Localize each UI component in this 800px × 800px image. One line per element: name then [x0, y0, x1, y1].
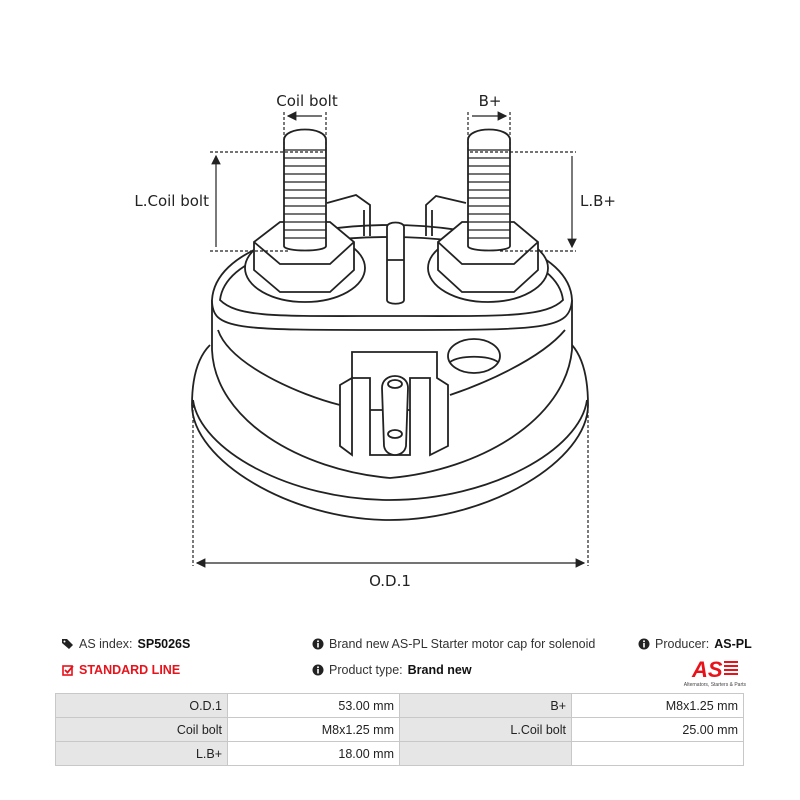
table-row: Coil bolt M8x1.25 mm L.Coil bolt 25.00 m…	[55, 717, 744, 742]
description: Brand new AS-PL Starter motor cap for so…	[312, 637, 595, 651]
svg-text:Alternators, Starters & Parts: Alternators, Starters & Parts	[684, 682, 746, 688]
standard-line-label: STANDARD LINE	[79, 663, 181, 677]
checkbox-checked-icon	[62, 665, 74, 676]
svg-text:AS: AS	[691, 657, 723, 682]
label-b-plus: B+	[479, 92, 502, 110]
spec-value: M8x1.25 mm	[227, 717, 400, 742]
spec-value	[571, 741, 744, 766]
producer: Producer: AS-PL	[638, 637, 752, 651]
table-row: O.D.1 53.00 mm B+ M8x1.25 mm	[55, 693, 744, 718]
spec-value: M8x1.25 mm	[571, 693, 744, 718]
dimension-lines	[192, 112, 589, 568]
description-text: Brand new AS-PL Starter motor cap for so…	[329, 637, 596, 651]
info-icon	[312, 638, 324, 650]
as-index-label: AS index:	[79, 637, 133, 651]
producer-label: Producer:	[655, 637, 710, 651]
label-coil-bolt: Coil bolt	[276, 92, 338, 110]
info-icon	[638, 638, 650, 650]
product-type-value: Brand new	[407, 663, 472, 677]
coil-bolt	[283, 128, 327, 252]
spec-value: 25.00 mm	[571, 717, 744, 742]
info-icon	[312, 664, 324, 676]
as-index: AS index: SP5026S	[62, 637, 190, 651]
producer-value: AS-PL	[714, 637, 752, 651]
spec-label: O.D.1	[55, 693, 228, 718]
spec-label: B+	[399, 693, 572, 718]
tags-icon	[62, 639, 73, 649]
label-l-coil-bolt: L.Coil bolt	[134, 192, 209, 210]
spec-label	[399, 741, 572, 766]
spec-value: 53.00 mm	[227, 693, 400, 718]
product-line: STANDARD LINE	[62, 663, 180, 677]
technical-drawing: Coil bolt B+ L.Coil bolt L.B+ O.D.1	[134, 92, 616, 590]
spec-value: 18.00 mm	[227, 741, 400, 766]
as-pl-logo: AS Alternators, Starters & Parts	[684, 657, 746, 688]
table-row: L.B+ 18.00 mm	[55, 741, 744, 766]
spec-label: L.Coil bolt	[399, 717, 572, 742]
as-index-value: SP5026S	[137, 637, 191, 651]
label-od1: O.D.1	[369, 572, 411, 590]
specs-table: O.D.1 53.00 mm B+ M8x1.25 mm Coil bolt M…	[55, 693, 744, 766]
product-type-label: Product type:	[329, 663, 403, 677]
label-l-b-plus: L.B+	[580, 192, 616, 210]
spec-label: L.B+	[55, 741, 228, 766]
spec-label: Coil bolt	[55, 717, 228, 742]
b-plus-bolt	[467, 128, 511, 252]
product-type: Product type: Brand new	[312, 663, 472, 677]
